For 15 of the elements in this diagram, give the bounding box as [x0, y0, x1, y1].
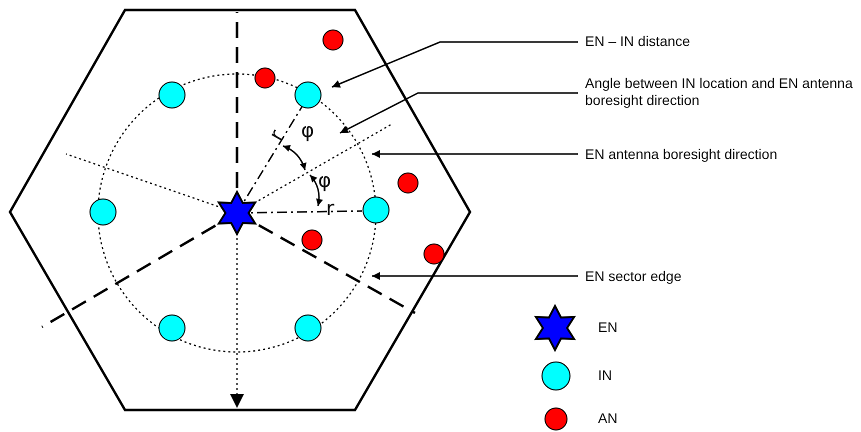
leader-line [372, 150, 578, 158]
callout-text: Angle between IN location and EN antenna boresight direction [585, 75, 855, 109]
legend-label: EN [598, 319, 618, 336]
geometry-label: r [326, 198, 334, 218]
geometry-label: r [265, 126, 287, 144]
legend-label: IN [598, 367, 612, 384]
legend-label: AN [598, 410, 618, 427]
geometry-label: φ [318, 170, 332, 190]
geometry-label: φ [301, 120, 314, 140]
callout-text: EN sector edge [585, 268, 855, 285]
leader-line [332, 41, 578, 88]
leader-line [340, 92, 578, 134]
callout-text: EN antenna boresight direction [585, 146, 855, 163]
leader-line [372, 272, 578, 280]
callout-text: EN – IN distance [585, 33, 855, 50]
